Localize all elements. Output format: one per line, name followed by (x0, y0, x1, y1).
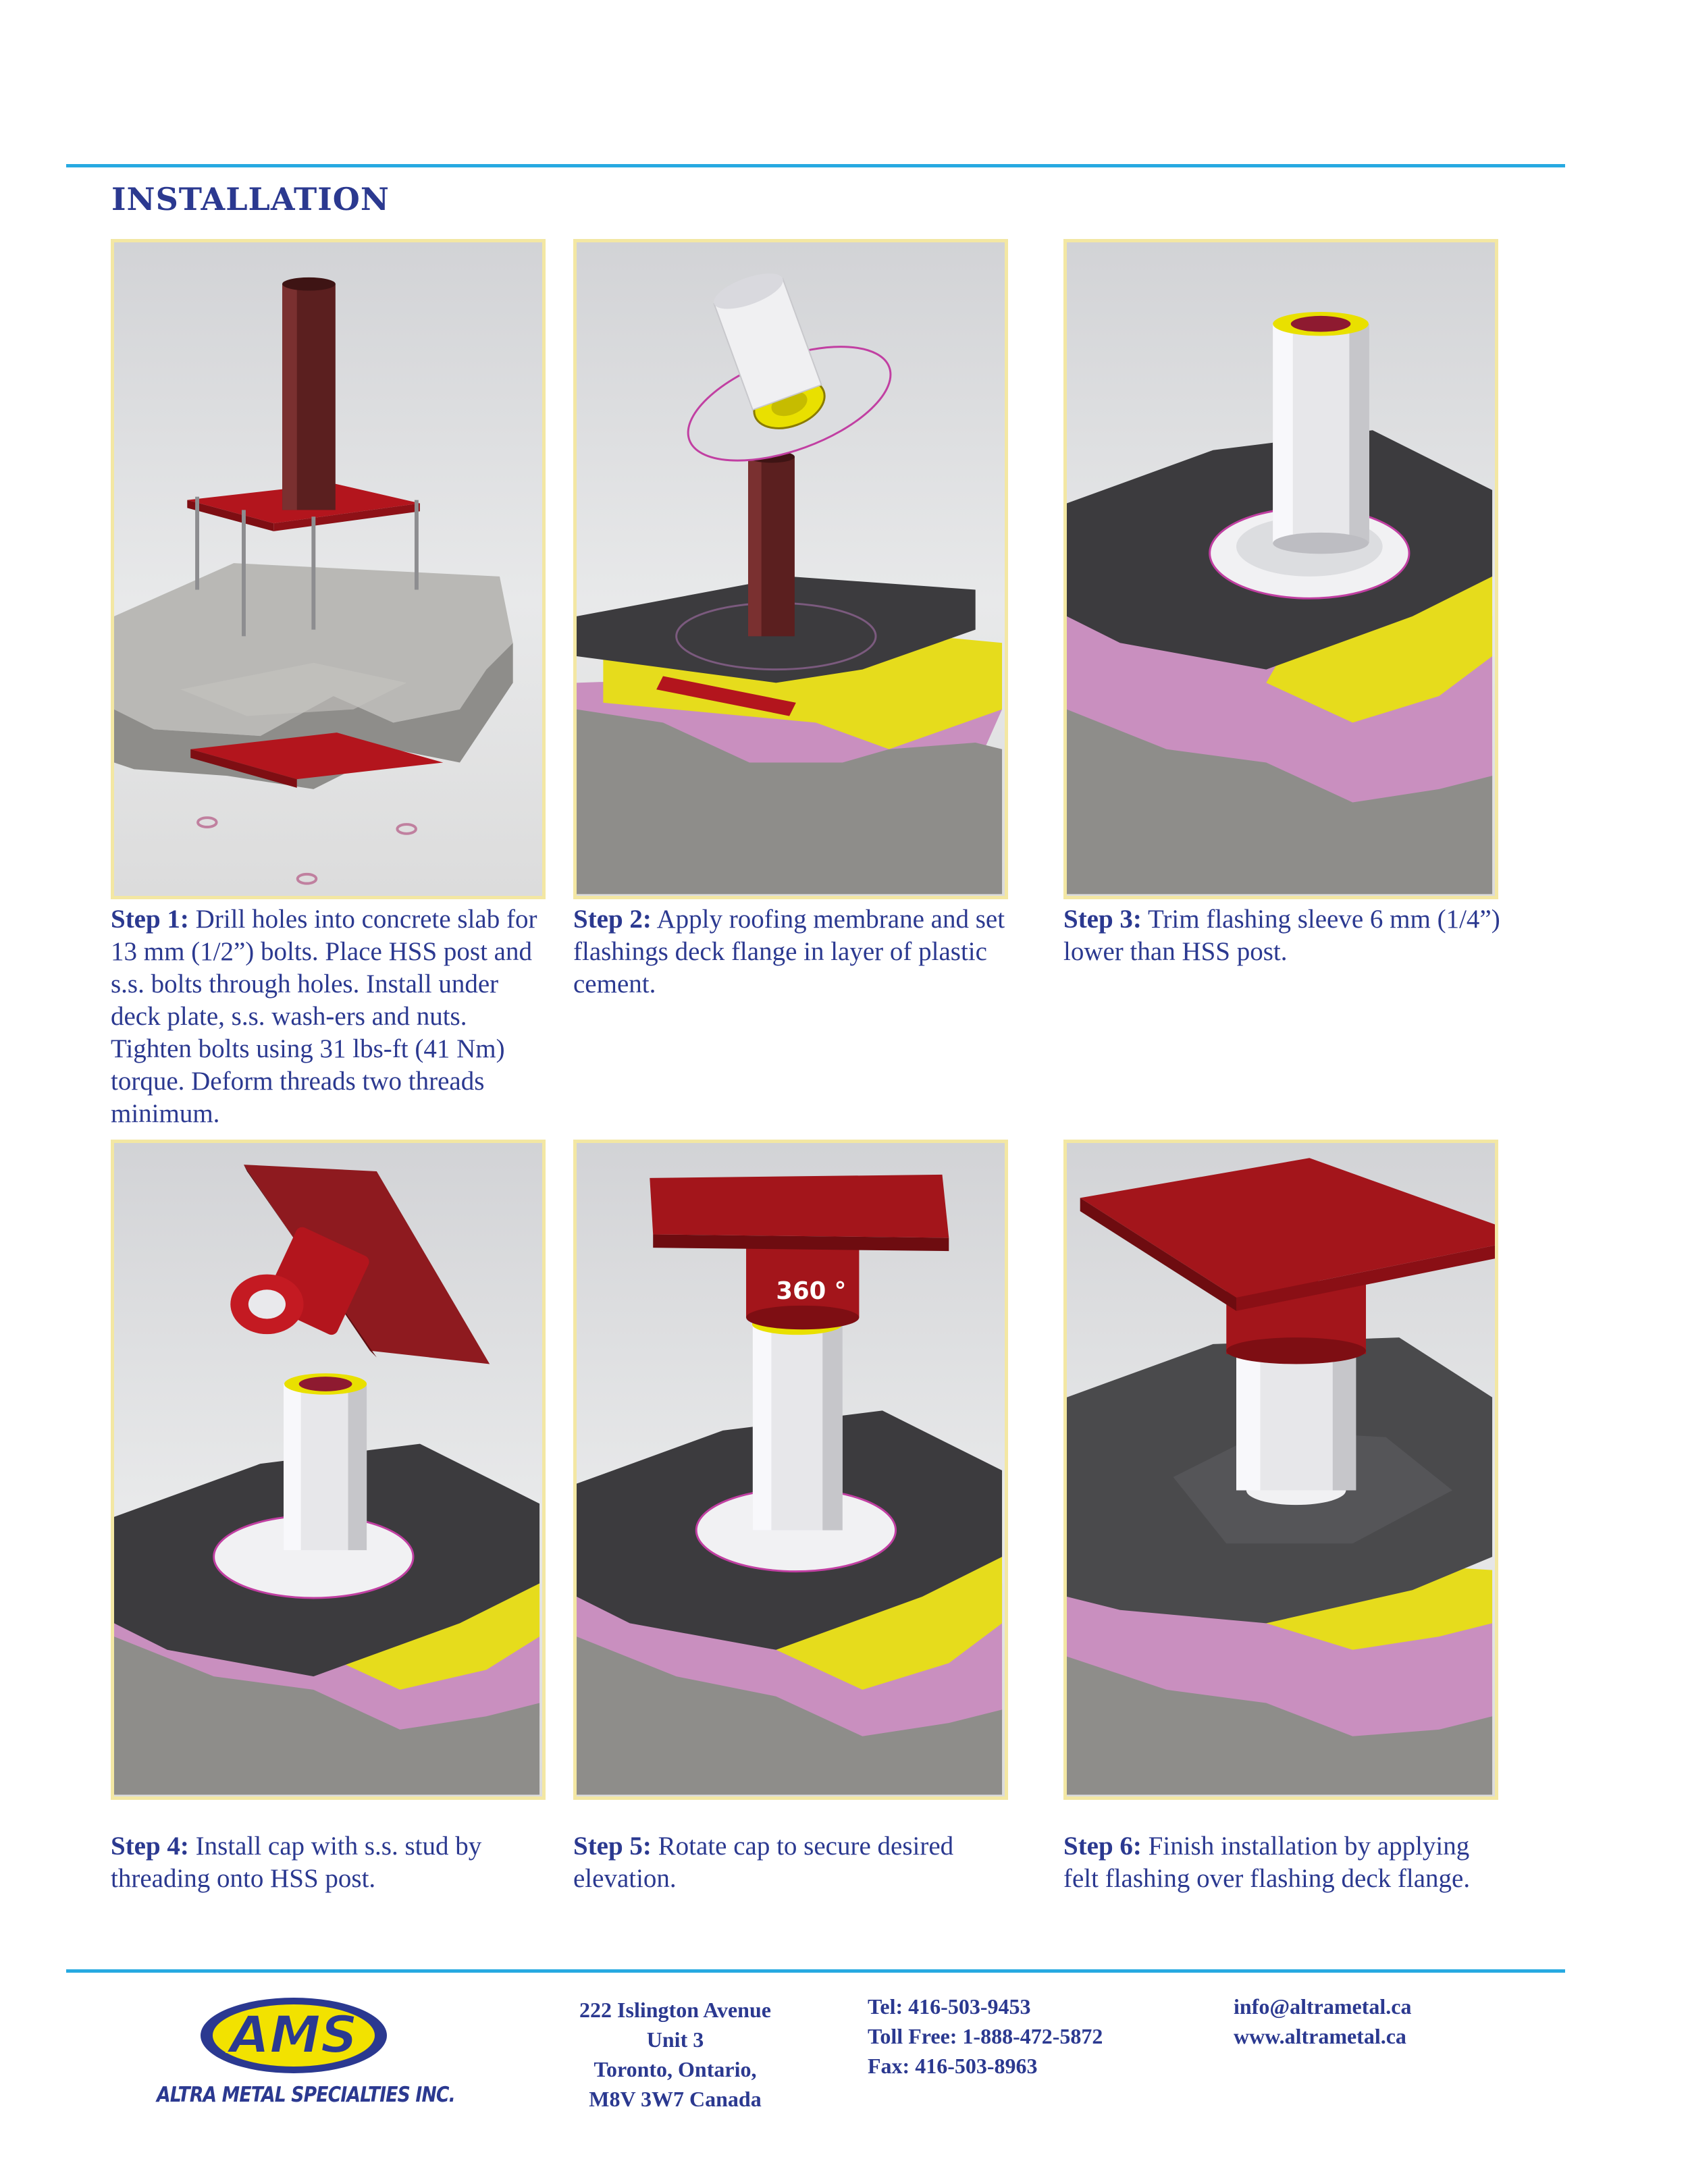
step-2-label: Step 2: (573, 905, 652, 934)
step-5-caption: Step 5: Rotate cap to secure desired ele… (573, 1830, 1012, 1895)
rotation-label: 360 ° (776, 1277, 846, 1305)
section-title: INSTALLATION (111, 181, 390, 217)
step-2-text: Apply roofing membrane and set flashings… (573, 905, 1005, 998)
company-logo: AMS (196, 1995, 392, 2076)
company-name: ALTRA METAL SPECIALTIES INC. (157, 2083, 456, 2107)
step-3-caption: Step 3: Trim flashing sleeve 6 mm (1/4”)… (1063, 903, 1502, 968)
step-5-image: 360 ° (573, 1140, 1008, 1800)
top-divider (66, 164, 1565, 167)
step-6-caption: Step 6: Finish installation by applying … (1063, 1830, 1502, 1895)
phone-line: Toll Free: 1-888-472-5872 (868, 2024, 1103, 2048)
step-4-image (111, 1140, 546, 1800)
step-5-text: Rotate cap to secure desired elevation. (573, 1832, 954, 1893)
step-1-caption: Step 1: Drill holes into concrete slab f… (111, 903, 550, 1130)
step-2-image (573, 239, 1008, 899)
step-6-text: Finish installation by applying felt fla… (1063, 1832, 1471, 1893)
step-5-label: Step 5: (573, 1832, 652, 1861)
step-4-text: Install cap with s.s. stud by threading … (111, 1832, 482, 1893)
step-2-caption: Step 2: Apply roofing membrane and set f… (573, 903, 1012, 1001)
address-line: M8V 3W7 Canada (589, 2087, 762, 2111)
step-3-image (1063, 239, 1498, 899)
step-6-label: Step 6: (1063, 1832, 1142, 1861)
step-3-text: Trim flashing sleeve 6 mm (1/4”) lower t… (1063, 905, 1500, 966)
website-link[interactable]: www.altrametal.ca (1234, 2024, 1406, 2048)
phone-block: Tel: 416-503-9453 Toll Free: 1-888-472-5… (868, 1992, 1103, 2081)
web-block: info@altrametal.ca www.altrametal.ca (1234, 1992, 1411, 2051)
phone-line: Tel: 416-503-9453 (868, 1994, 1031, 2019)
step-1-image (111, 239, 546, 899)
step-1-label: Step 1: (111, 905, 189, 934)
step-6-image (1063, 1140, 1498, 1800)
address-block: 222 Islington Avenue Unit 3 Toronto, Ont… (540, 1995, 810, 2114)
address-line: Unit 3 (646, 2027, 704, 2052)
bottom-divider (66, 1969, 1565, 1973)
step-4-caption: Step 4: Install cap with s.s. stud by th… (111, 1830, 550, 1895)
address-line: Toronto, Ontario, (594, 2057, 757, 2081)
step-3-label: Step 3: (1063, 905, 1142, 934)
step-1-text: Drill holes into concrete slab for 13 mm… (111, 905, 537, 1128)
email-link[interactable]: info@altrametal.ca (1234, 1994, 1412, 2019)
phone-line: Fax: 416-503-8963 (868, 2054, 1038, 2078)
logo-letters: AMS (226, 2004, 357, 2065)
address-line: 222 Islington Avenue (579, 1998, 771, 2022)
step-4-label: Step 4: (111, 1832, 189, 1861)
